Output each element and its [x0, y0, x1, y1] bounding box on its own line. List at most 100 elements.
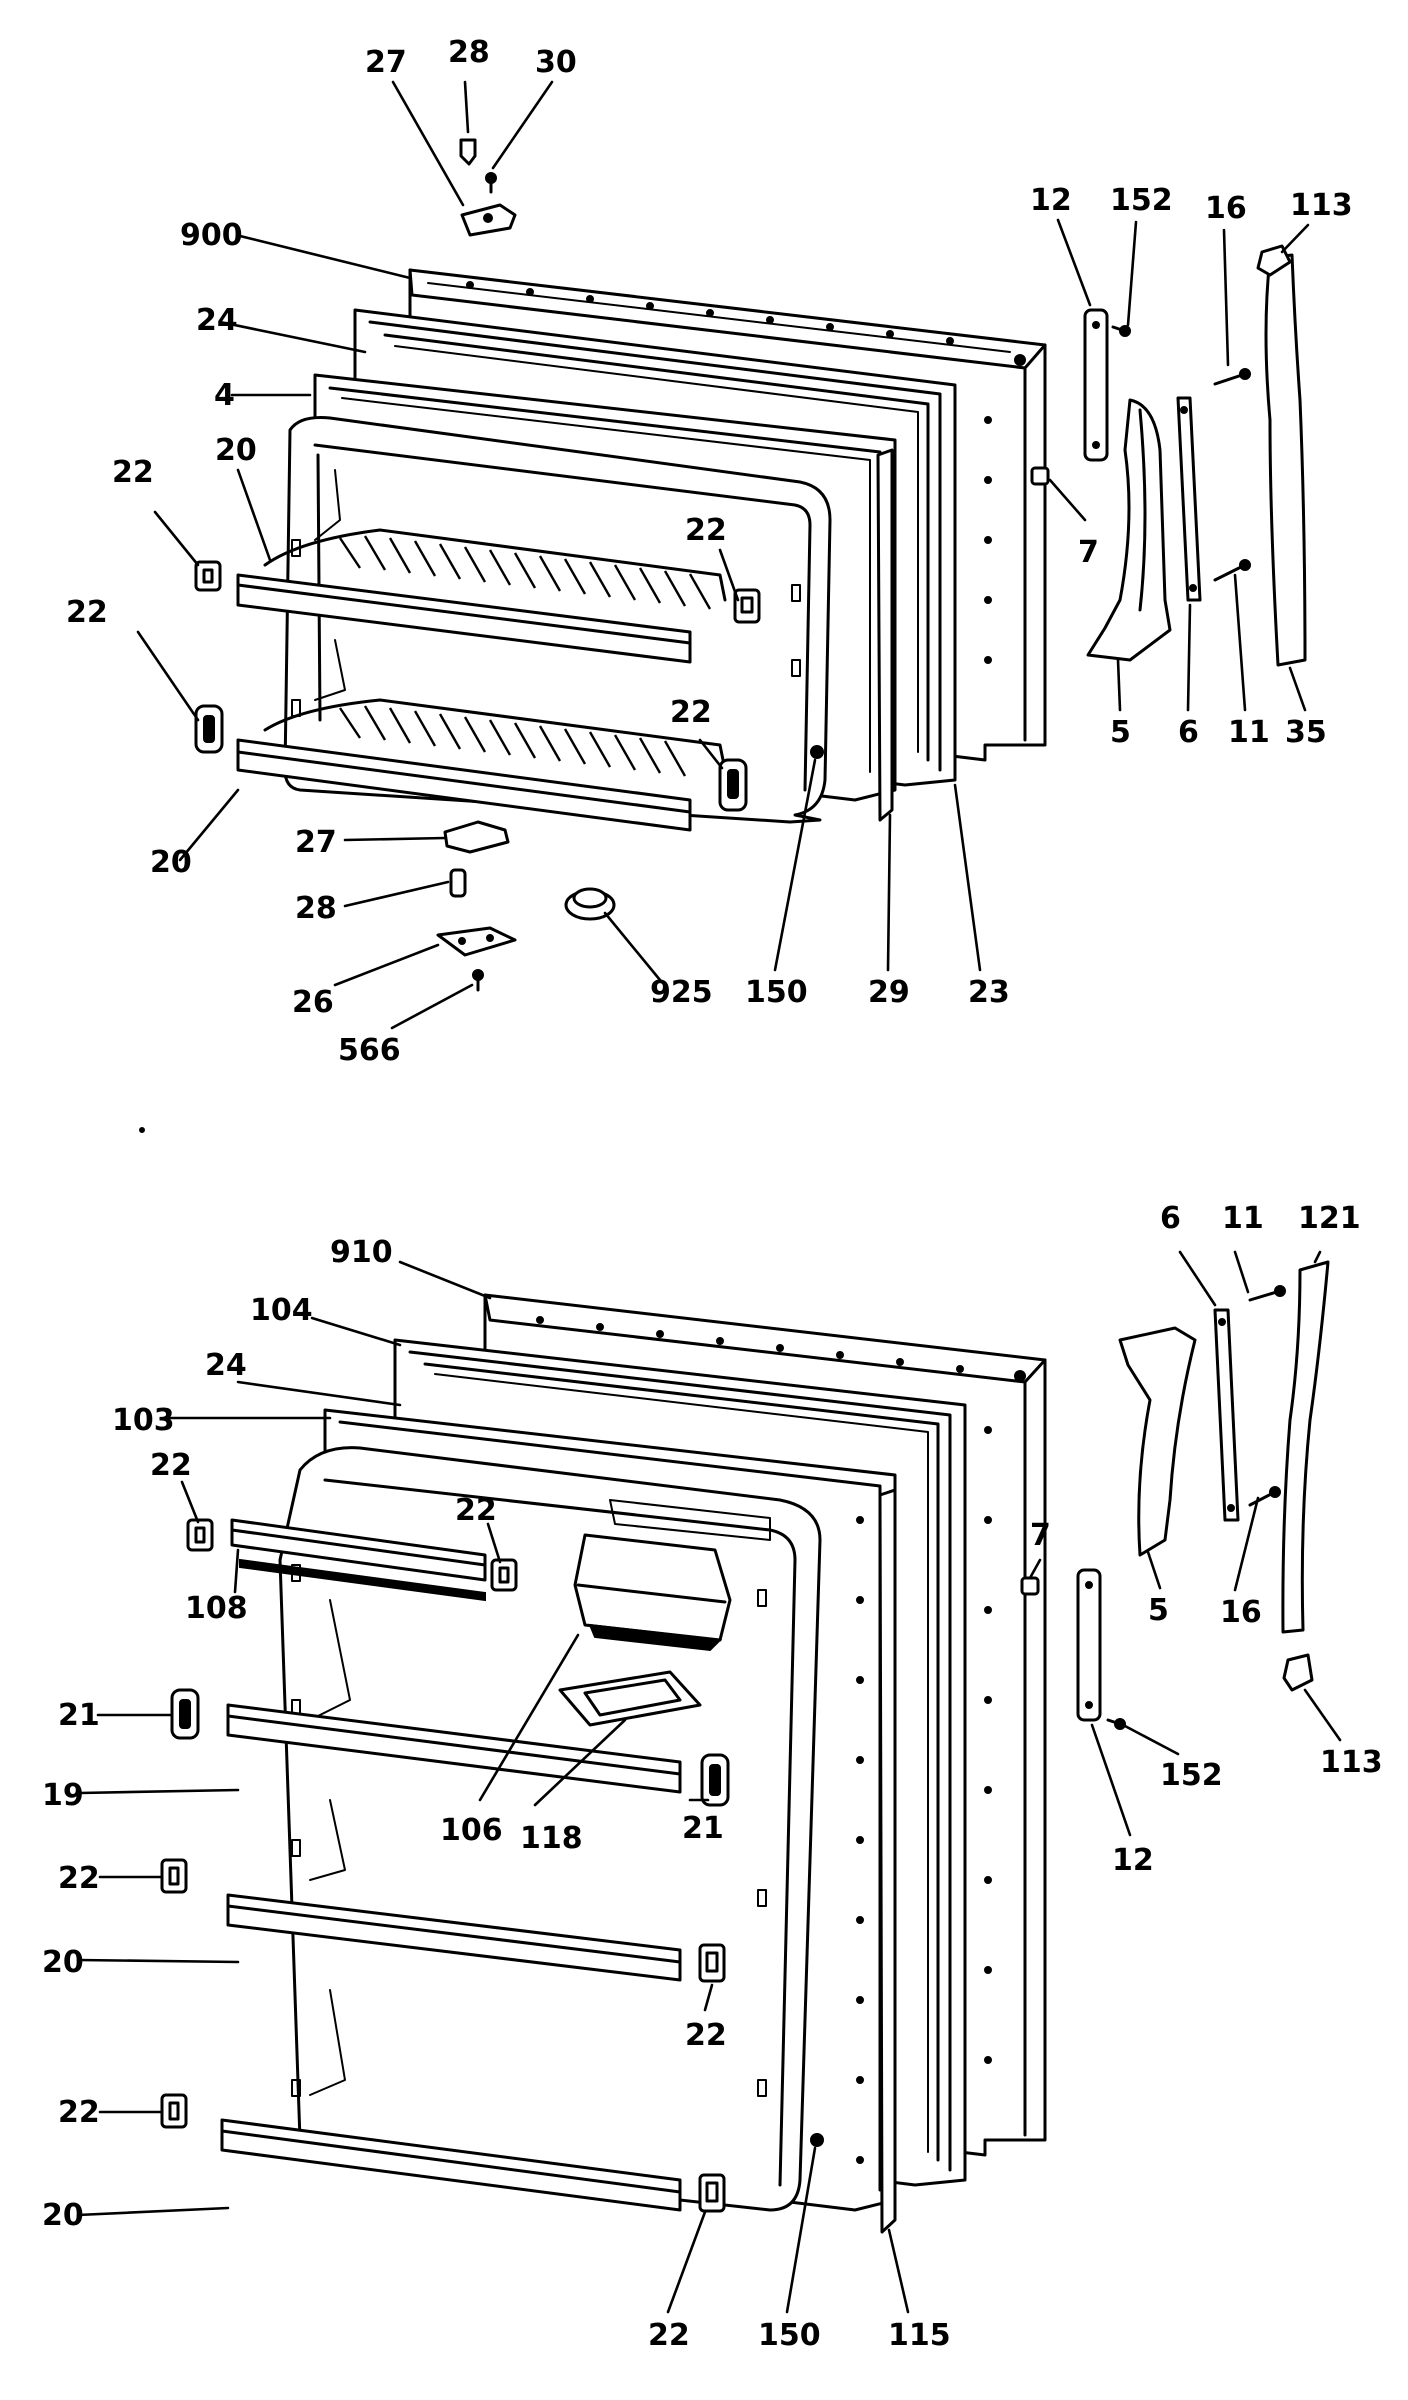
callout-29: 29 — [868, 975, 910, 1010]
callout-28: 28 — [295, 891, 337, 926]
callout-19: 19 — [42, 1778, 84, 1813]
callout-27: 27 — [365, 45, 407, 80]
callout-26: 26 — [292, 985, 334, 1020]
callout-12: 12 — [1112, 1843, 1154, 1878]
callout-12: 12 — [1030, 183, 1072, 218]
callout-22: 22 — [455, 1493, 497, 1528]
callout-6: 6 — [1160, 1201, 1181, 1236]
shelf-clip-icon — [733, 588, 761, 624]
callout-22: 22 — [150, 1448, 192, 1483]
callout-22: 22 — [648, 2318, 690, 2353]
door-bumper-icon — [564, 887, 616, 921]
shelf-clip-icon — [186, 1518, 214, 1552]
callout-22: 22 — [670, 695, 712, 730]
screw-icon — [810, 745, 824, 759]
screw-icon — [485, 172, 497, 194]
hinge-bracket-top — [460, 203, 517, 237]
shelf-clip-icon — [160, 1858, 188, 1894]
freezer-door-assembly — [194, 138, 1307, 992]
callout-900: 900 — [180, 218, 243, 253]
shelf-clip-icon — [160, 2093, 188, 2129]
callout-22: 22 — [58, 2095, 100, 2130]
bin-stop-icon — [700, 1753, 730, 1807]
trim-cap-113 — [1282, 1653, 1314, 1692]
shelf-clip-icon — [490, 1558, 518, 1592]
screw-icon — [1111, 325, 1131, 337]
callout-104: 104 — [250, 1293, 313, 1328]
callout-925: 925 — [650, 975, 713, 1010]
door-handle-5 — [1118, 1326, 1197, 1557]
callout-22: 22 — [66, 595, 108, 630]
shelf-clip-icon — [718, 758, 748, 812]
callout-121: 121 — [1298, 1201, 1361, 1236]
callout-150: 150 — [758, 2318, 821, 2353]
callout-106: 106 — [440, 1813, 503, 1848]
callout-7: 7 — [1030, 1518, 1051, 1553]
callout-6: 6 — [1178, 715, 1199, 750]
callout-20: 20 — [42, 2198, 84, 2233]
callout-11: 11 — [1228, 715, 1270, 750]
callout-566: 566 — [338, 1033, 401, 1068]
butter-tray — [558, 1670, 702, 1727]
callout-23: 23 — [968, 975, 1010, 1010]
gasket-strip — [876, 448, 894, 822]
shelf-clip-icon — [194, 560, 222, 592]
callout-30: 30 — [535, 45, 577, 80]
callout-5: 5 — [1110, 715, 1131, 750]
callout-16: 16 — [1220, 1595, 1262, 1630]
door-shelf-19 — [226, 1703, 682, 1794]
callout-20: 20 — [215, 433, 257, 468]
door-shelf-20-upper — [226, 1893, 682, 1982]
callout-115: 115 — [888, 2318, 951, 2353]
callout-113: 113 — [1290, 188, 1353, 223]
hinge-clip-7 — [1020, 1576, 1040, 1596]
handle-trim-121 — [1281, 1260, 1330, 1634]
screw-icon — [1213, 559, 1251, 582]
door-shelf-20-lower — [220, 2118, 682, 2212]
callout-11: 11 — [1222, 1201, 1264, 1236]
callout-103: 103 — [112, 1403, 175, 1438]
hinge-plate — [436, 926, 517, 957]
callout-108: 108 — [185, 1591, 248, 1626]
callout-150: 150 — [745, 975, 808, 1010]
callout-22: 22 — [685, 2018, 727, 2053]
door-shelf-upper — [236, 573, 692, 664]
screw-icon — [472, 969, 484, 992]
hinge-pin-bottom — [449, 868, 467, 898]
callout-labels-top: 27 28 30 900 24 4 22 20 22 22 22 20 27 2… — [66, 35, 1353, 1068]
door-handle-5 — [1086, 398, 1172, 662]
callout-118: 118 — [520, 1821, 583, 1856]
shelf-clip-icon — [194, 704, 224, 754]
callout-24: 24 — [205, 1348, 247, 1383]
callout-910: 910 — [330, 1235, 393, 1270]
dairy-shelf-108 — [230, 1518, 487, 1602]
butter-compartment-door — [573, 1533, 732, 1652]
callout-20: 20 — [150, 845, 192, 880]
callout-22: 22 — [112, 455, 154, 490]
hinge-strap-12 — [1076, 1568, 1102, 1722]
handle-bracket-6 — [1213, 1308, 1240, 1522]
handle-trim-35 — [1264, 253, 1307, 667]
callout-28: 28 — [448, 35, 490, 70]
hinge-pin-top — [459, 138, 477, 166]
screw-icon — [1248, 1486, 1281, 1507]
callout-labels-bottom: 910 104 24 103 22 22 108 21 19 106 118 2… — [42, 1201, 1383, 2353]
screw-icon — [1213, 368, 1251, 386]
screw-icon — [810, 2133, 824, 2147]
screw-icon — [1106, 1718, 1126, 1730]
callout-24: 24 — [196, 303, 238, 338]
callout-113: 113 — [1320, 1745, 1383, 1780]
shelf-clip-icon — [698, 1943, 726, 1983]
gasket-strip-115 — [878, 1488, 897, 2234]
callout-22: 22 — [685, 513, 727, 548]
callout-21: 21 — [58, 1698, 100, 1733]
callout-20: 20 — [42, 1945, 84, 1980]
callout-27: 27 — [295, 825, 337, 860]
fresh-food-door-assembly — [160, 1260, 1330, 2234]
callout-7: 7 — [1078, 535, 1099, 570]
leader-lines — [76, 80, 1342, 2314]
callout-35: 35 — [1285, 715, 1327, 750]
callout-22: 22 — [58, 1861, 100, 1896]
hinge-strap-12 — [1083, 308, 1109, 462]
